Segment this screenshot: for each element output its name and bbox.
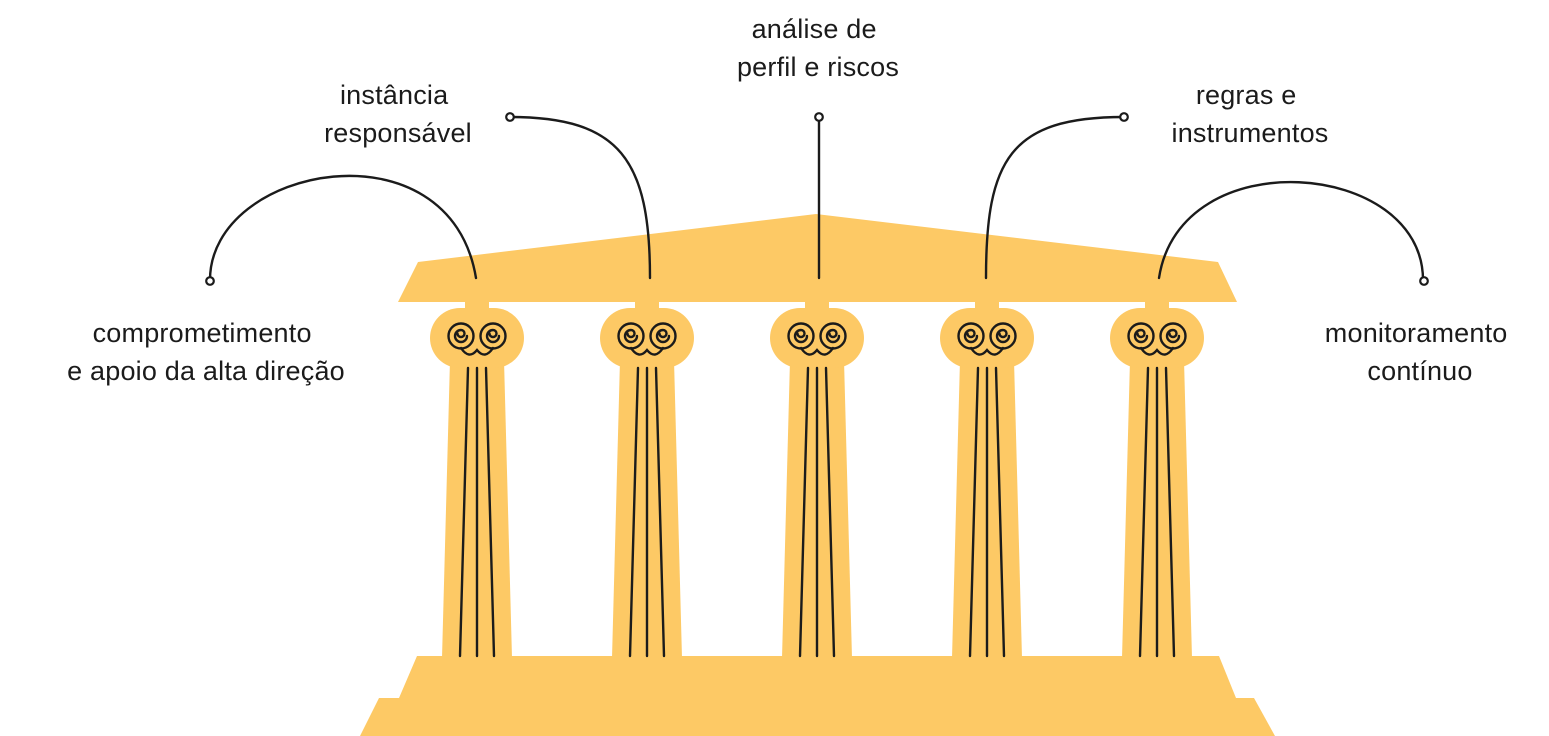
column-2-capital-curl xyxy=(629,346,665,356)
column-4-capital xyxy=(940,308,1034,368)
column-4-volute-right-spiral xyxy=(995,328,1011,344)
connector-endpoint-instancia xyxy=(505,112,515,122)
column-3-capital-curl xyxy=(799,346,835,356)
temple-base-upper-step xyxy=(399,656,1236,698)
column-1-volute-right-spiral xyxy=(485,328,501,344)
labels: comprometimento e apoio da alta direção … xyxy=(67,14,1515,386)
column-2-volute-left-spiral xyxy=(623,328,639,344)
column-5 xyxy=(1110,300,1204,658)
column-5-capital-curl xyxy=(1139,346,1175,356)
connectors xyxy=(205,112,1429,286)
temple xyxy=(360,214,1275,736)
temple-base-lower-step xyxy=(360,698,1275,736)
column-2-flute-3 xyxy=(654,366,666,658)
label-monitoramento: monitoramento contínuo xyxy=(1325,318,1515,386)
column-3-volute-left-spiral xyxy=(793,328,809,344)
label-instancia: instância responsável xyxy=(324,80,472,148)
column-3-flute-1 xyxy=(798,366,810,658)
connector-endpoint-regras xyxy=(1119,112,1129,122)
label-comprometimento-line-1: comprometimento xyxy=(93,318,312,348)
label-comprometimento-line-2: e apoio da alta direção xyxy=(67,356,345,386)
label-regras-line-1: regras e xyxy=(1196,80,1297,110)
label-comprometimento: comprometimento e apoio da alta direção xyxy=(67,318,345,386)
column-5-flute-1 xyxy=(1138,366,1150,658)
column-4-flute-3 xyxy=(994,366,1006,658)
column-4-capital-curl xyxy=(969,346,1005,356)
column-1 xyxy=(430,300,524,658)
column-3 xyxy=(770,300,864,658)
temple-roof xyxy=(398,214,1237,302)
connector-endpoint-comprometimento xyxy=(205,276,215,286)
column-2-flute-1 xyxy=(628,366,640,658)
column-2-capital xyxy=(600,308,694,368)
column-5-volute-left-spiral xyxy=(1133,328,1149,344)
column-1-flute-3 xyxy=(484,366,496,658)
label-regras: regras e instrumentos xyxy=(1172,80,1329,148)
label-monitoramento-line-2: contínuo xyxy=(1367,356,1472,386)
column-1-flute-1 xyxy=(458,366,470,658)
label-analise-line-1: análise de xyxy=(752,14,877,44)
column-3-flute-3 xyxy=(824,366,836,658)
column-5-capital xyxy=(1110,308,1204,368)
connector-endpoint-analise xyxy=(814,112,824,122)
column-4-volute-left-spiral xyxy=(963,328,979,344)
column-3-capital xyxy=(770,308,864,368)
connector-instancia xyxy=(508,115,652,280)
column-1-capital-curl xyxy=(459,346,495,356)
connector-endpoint-monitoramento xyxy=(1419,276,1429,286)
label-instancia-line-2: responsável xyxy=(324,118,472,148)
column-1-capital xyxy=(430,308,524,368)
column-5-flute-3 xyxy=(1164,366,1176,658)
column-2 xyxy=(600,300,694,658)
label-analise-line-2: perfil e riscos xyxy=(737,52,899,82)
connector-regras xyxy=(984,115,1126,280)
column-1-volute-left-spiral xyxy=(453,328,469,344)
column-4 xyxy=(940,300,1034,658)
label-regras-line-2: instrumentos xyxy=(1172,118,1329,148)
column-4-flute-1 xyxy=(968,366,980,658)
temple-columns xyxy=(430,300,1204,658)
column-2-volute-right-spiral xyxy=(655,328,671,344)
label-analise: análise de perfil e riscos xyxy=(737,14,899,82)
column-5-volute-right-spiral xyxy=(1165,328,1181,344)
connector-monitoramento xyxy=(1157,180,1425,282)
label-monitoramento-line-1: monitoramento xyxy=(1325,318,1508,348)
column-3-volute-right-spiral xyxy=(825,328,841,344)
connector-comprometimento xyxy=(208,174,478,282)
label-instancia-line-1: instância xyxy=(340,80,449,110)
